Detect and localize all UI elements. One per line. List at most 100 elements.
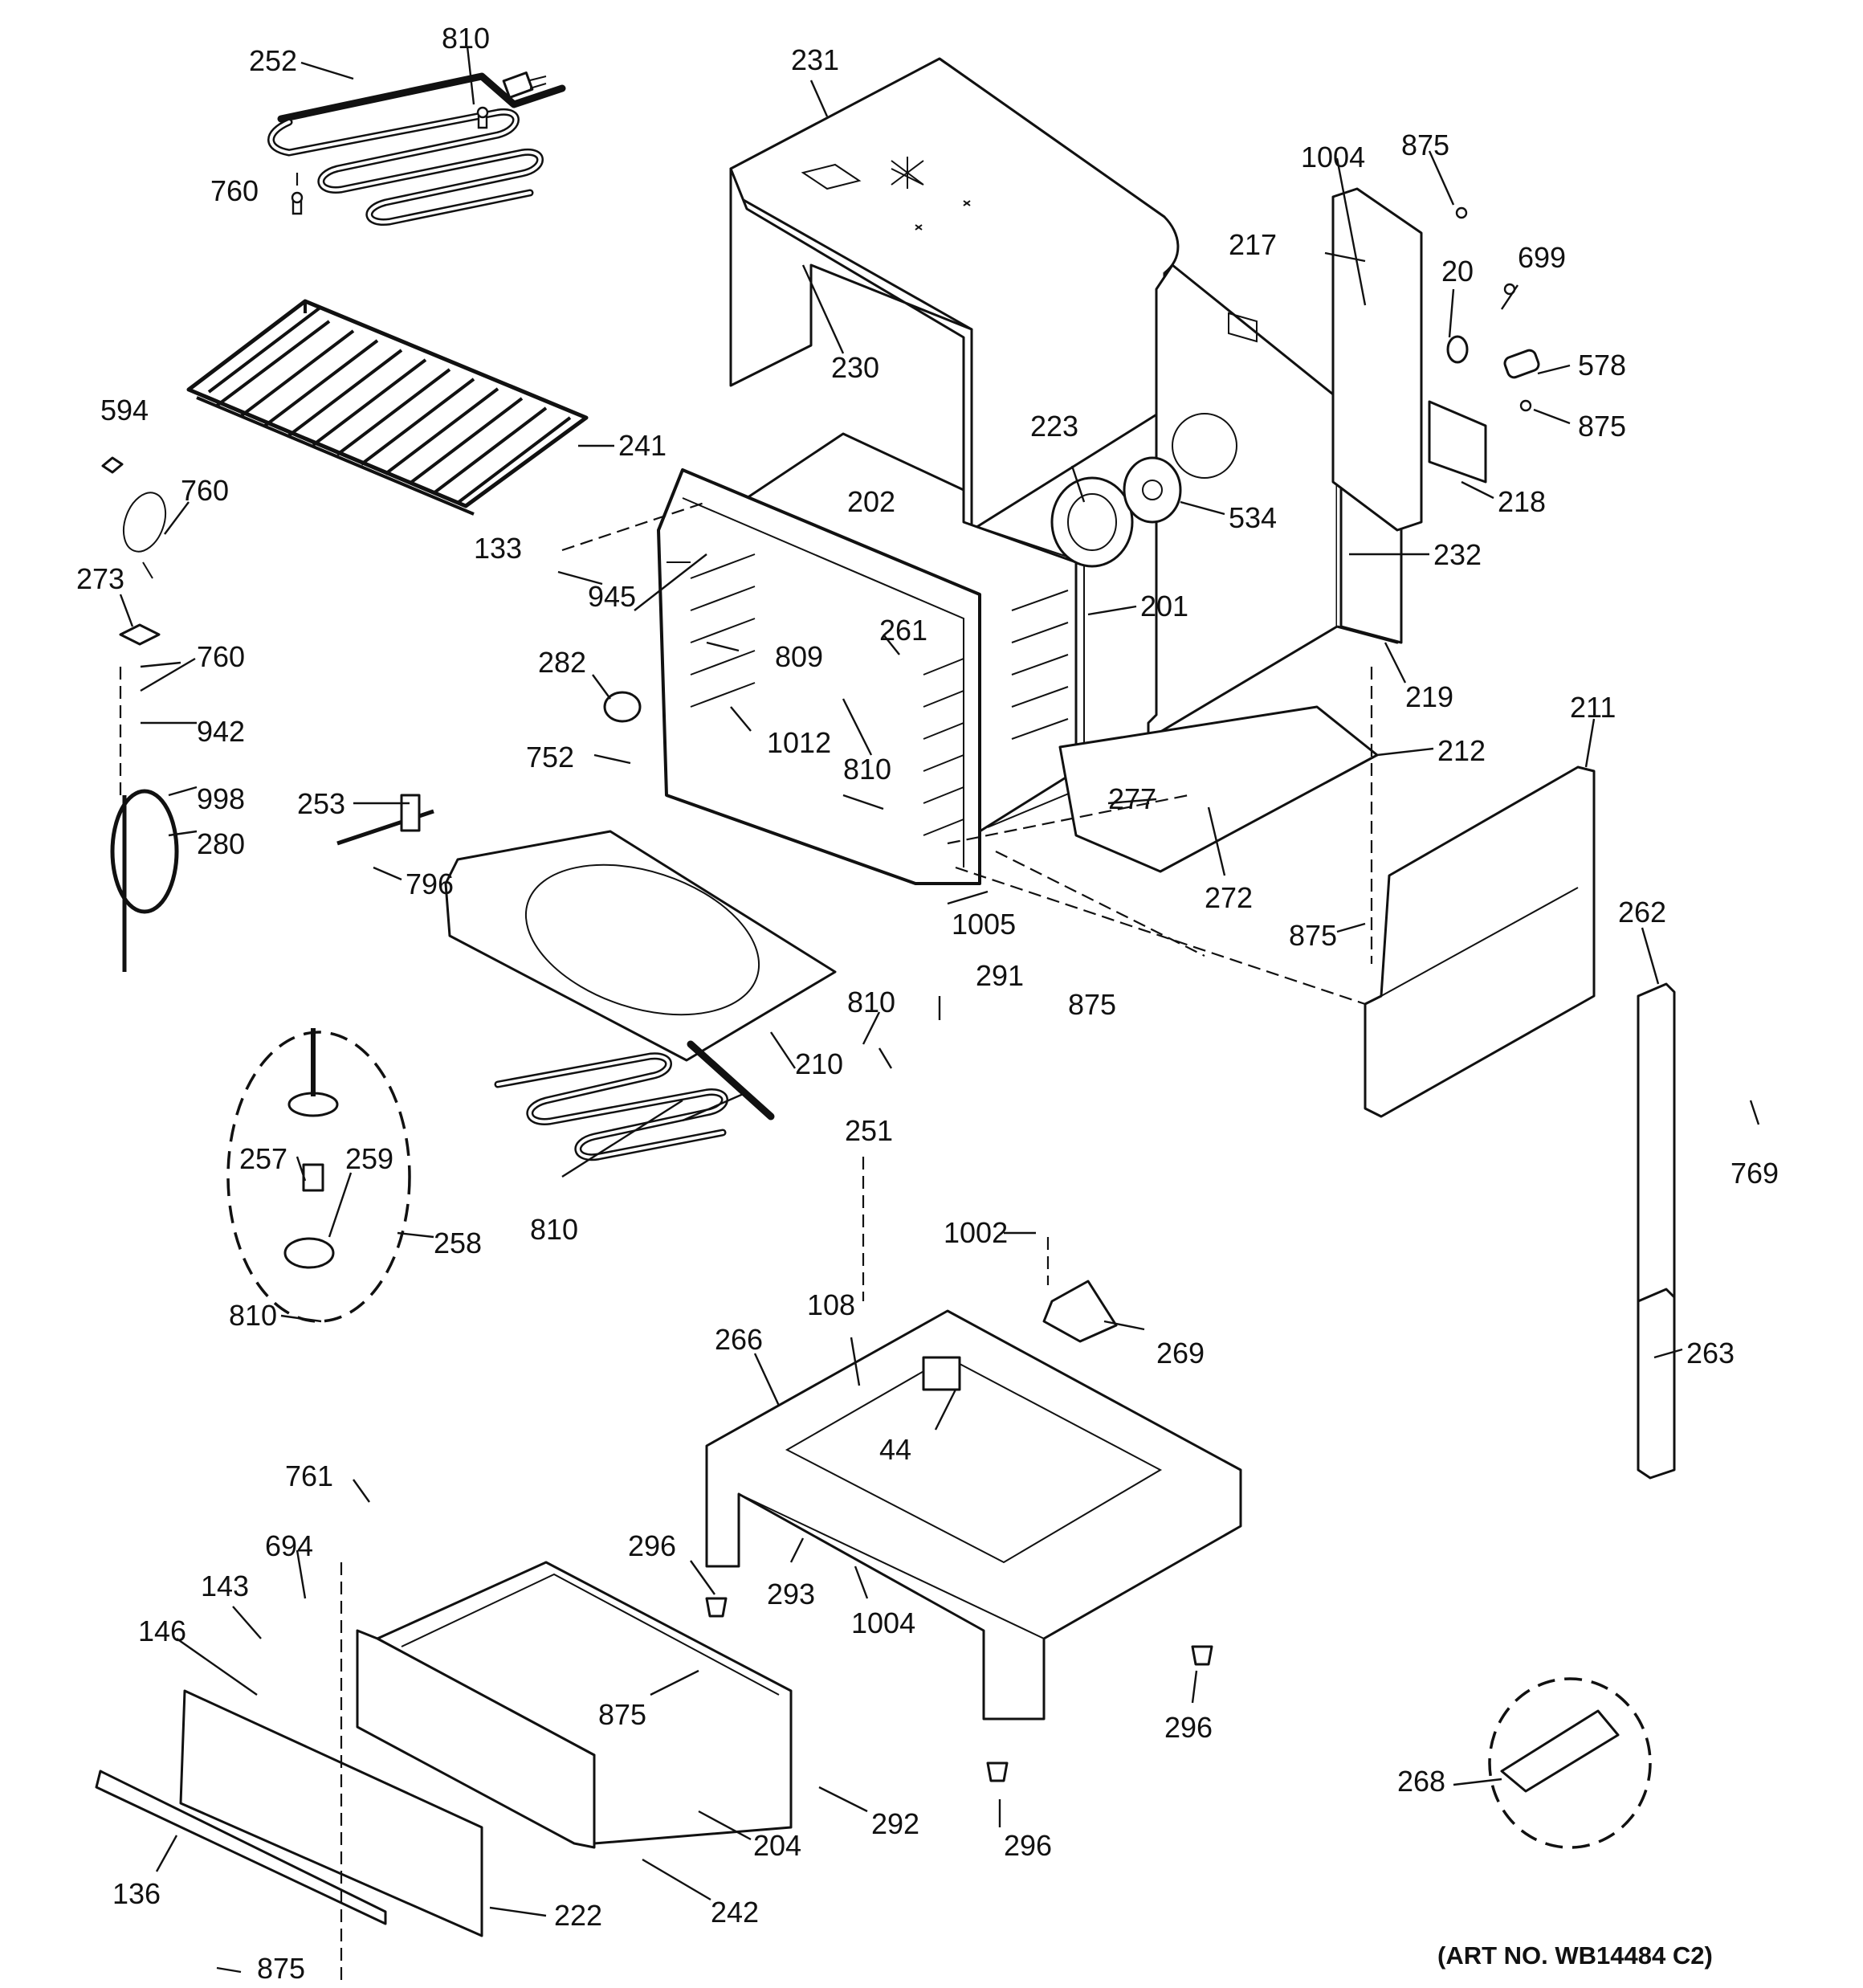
label-291: 291 — [976, 959, 1024, 992]
label-136: 136 — [112, 1877, 161, 1910]
label-259: 259 — [345, 1142, 393, 1175]
label-292: 292 — [871, 1807, 919, 1840]
screws-right-top — [1455, 206, 1532, 412]
trim-262 — [1637, 982, 1676, 1311]
label-277: 277 — [1108, 782, 1156, 815]
label-231: 231 — [791, 43, 839, 76]
label-241: 241 — [618, 429, 667, 462]
label-218: 218 — [1498, 485, 1546, 518]
label-760-b: 760 — [181, 474, 229, 507]
label-594: 594 — [100, 394, 149, 427]
mount-20 — [1446, 335, 1469, 364]
bracket-269 — [1042, 1280, 1118, 1343]
part-number-labels: 252 810 760 231 230 241 594 760 273 760 … — [76, 22, 1779, 1985]
label-133: 133 — [474, 532, 522, 565]
label-1004-b: 1004 — [851, 1606, 915, 1639]
label-760-c: 760 — [197, 640, 245, 673]
door-panel-222b — [179, 1689, 483, 1937]
label-761: 761 — [285, 1459, 333, 1492]
label-219: 219 — [1405, 680, 1453, 713]
cord-assy-280 — [110, 789, 179, 972]
label-810-d: 810 — [530, 1213, 578, 1246]
side-panel-211 — [1364, 765, 1596, 1118]
screw-760-top — [291, 173, 304, 215]
label-293: 293 — [767, 1578, 815, 1610]
screw-810-top — [476, 106, 489, 129]
label-699: 699 — [1518, 241, 1566, 274]
bake-pan-210 — [444, 830, 837, 1062]
label-280: 280 — [197, 827, 245, 860]
label-210: 210 — [795, 1047, 843, 1080]
label-694: 694 — [265, 1529, 313, 1562]
label-143: 143 — [201, 1570, 249, 1602]
oven-rack-241 — [186, 299, 589, 516]
outer-case-231 — [729, 57, 1180, 532]
label-230: 230 — [831, 351, 879, 384]
handle-136 — [95, 1770, 387, 1925]
detail-268 — [1488, 1677, 1652, 1849]
cord-594-760 — [101, 456, 167, 579]
art-number: (ART NO. WB14484 C2) — [1437, 1941, 1713, 1970]
label-1002: 1002 — [944, 1216, 1008, 1249]
label-875-d: 875 — [1068, 988, 1116, 1021]
label-875-c: 875 — [1289, 919, 1337, 952]
label-251: 251 — [845, 1114, 893, 1147]
label-257: 257 — [239, 1142, 287, 1175]
leader-lines — [119, 46, 1760, 1974]
label-875-a: 875 — [1401, 129, 1449, 161]
label-760-a: 760 — [210, 174, 259, 207]
label-810-b: 810 — [843, 753, 891, 786]
label-20: 20 — [1441, 255, 1474, 288]
label-296-a: 296 — [628, 1529, 676, 1562]
label-282: 282 — [538, 646, 586, 679]
label-296-b: 296 — [1164, 1711, 1213, 1744]
knob-282 — [603, 691, 642, 723]
leveler-296-c — [986, 1761, 1009, 1782]
label-212: 212 — [1437, 734, 1486, 767]
label-796: 796 — [406, 867, 454, 900]
label-204: 204 — [753, 1829, 801, 1862]
part-273 — [119, 623, 161, 646]
strip-218 — [1428, 400, 1487, 484]
label-273: 273 — [76, 562, 124, 595]
label-222: 222 — [554, 1899, 602, 1932]
igniter-assy-258 — [226, 1028, 411, 1323]
label-269: 269 — [1156, 1337, 1205, 1370]
label-266: 266 — [715, 1323, 763, 1356]
label-146: 146 — [138, 1614, 186, 1647]
label-252-a: 252 — [249, 44, 297, 77]
label-261: 261 — [879, 614, 927, 647]
sensor-578 — [1503, 349, 1540, 379]
drawer-front-222 — [356, 1629, 596, 1849]
label-232: 232 — [1433, 538, 1482, 571]
label-263: 263 — [1686, 1337, 1735, 1370]
frame-266 — [705, 1309, 1242, 1721]
label-253: 253 — [297, 787, 345, 820]
label-211: 211 — [1570, 691, 1616, 724]
label-875-b: 875 — [1578, 410, 1626, 443]
label-578: 578 — [1578, 349, 1626, 382]
label-1012: 1012 — [767, 726, 831, 759]
label-942: 942 — [197, 715, 245, 748]
label-217: 217 — [1229, 228, 1277, 261]
label-810-e: 810 — [229, 1299, 277, 1332]
label-201: 201 — [1140, 590, 1188, 623]
label-809: 809 — [775, 640, 823, 673]
label-1005: 1005 — [952, 908, 1016, 941]
label-945: 945 — [588, 580, 636, 613]
guide-lines — [119, 500, 1373, 1984]
bake-element-251 — [494, 1040, 775, 1161]
label-998: 998 — [197, 782, 245, 815]
label-242: 242 — [711, 1896, 759, 1929]
label-44: 44 — [879, 1433, 911, 1466]
label-875-f: 875 — [257, 1952, 305, 1985]
label-1004-a: 1004 — [1301, 141, 1365, 173]
label-268: 268 — [1397, 1765, 1445, 1798]
label-262: 262 — [1618, 896, 1666, 929]
label-534: 534 — [1229, 501, 1277, 534]
label-223: 223 — [1030, 410, 1078, 443]
label-875-e: 875 — [598, 1698, 646, 1731]
leveler-296-a — [705, 1597, 728, 1618]
label-108: 108 — [807, 1288, 855, 1321]
